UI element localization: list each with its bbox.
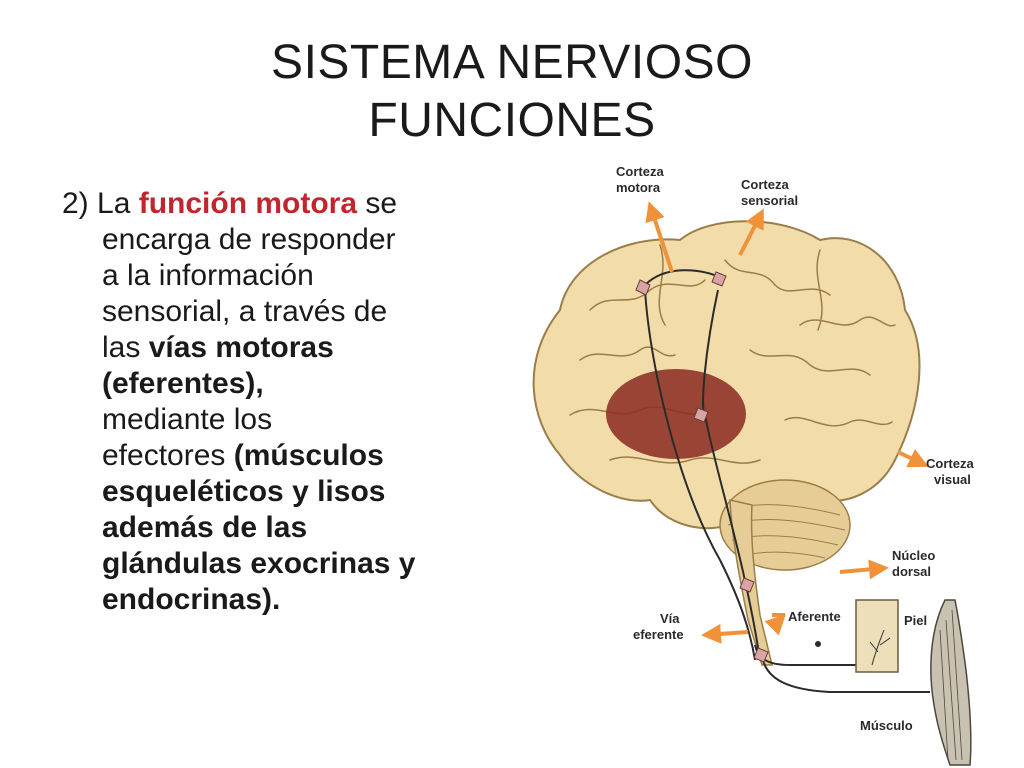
motor-region — [606, 369, 746, 459]
label-piel: Piel — [904, 613, 927, 628]
body-line-5: las vías motoras — [62, 330, 492, 366]
muscle-fibers — [939, 609, 963, 761]
body-line-6: (eferentes), — [102, 367, 264, 400]
skin-box — [855, 599, 899, 673]
bold-musculos: (músculos — [233, 439, 384, 472]
body-line-8: efectores (músculos — [62, 438, 492, 474]
label-nucleo-dorsal: Núcleo — [892, 548, 935, 563]
neuron-body — [815, 641, 821, 647]
body-line-10: además de las — [102, 511, 308, 544]
body-line-3: a la información — [102, 259, 314, 292]
synapse-markers — [635, 271, 769, 663]
label-corteza-sensorial: Corteza — [741, 177, 789, 192]
bold-vias-motoras: vías motoras — [148, 331, 334, 364]
text-run: se — [357, 187, 398, 220]
label-corteza-visual: Corteza — [926, 456, 974, 471]
text-run: las — [102, 331, 149, 364]
body-line-11: glándulas exocrinas y — [102, 547, 416, 580]
body-line-1: 2) La función motora se — [62, 186, 492, 222]
label-corteza-visual-2: visual — [934, 472, 971, 487]
slide-title: SISTEMA NERVIOSO FUNCIONES — [0, 34, 1024, 150]
title-line-2: FUNCIONES — [368, 94, 656, 147]
label-corteza-sensorial-2: sensorial — [741, 193, 798, 208]
body-paragraph: 2) La función motora se encarga de respo… — [62, 186, 492, 618]
text-run: 2) La — [62, 187, 139, 220]
label-nucleo-dorsal-2: dorsal — [892, 564, 931, 579]
label-musculo: Músculo — [860, 718, 913, 733]
body-line-4: sensorial, a través de — [102, 295, 388, 328]
label-aferente: Aferente — [788, 609, 841, 624]
label-corteza-motora: Corteza — [616, 164, 664, 179]
label-via-eferente-2: eferente — [633, 627, 684, 642]
body-line-9: esqueléticos y lisos — [102, 475, 386, 508]
brain-shape — [532, 220, 921, 530]
body-line-12: endocrinas). — [102, 583, 281, 616]
text-run: efectores — [102, 439, 234, 472]
skin-receptor — [869, 629, 891, 666]
body-line-7: mediante los — [102, 403, 273, 436]
label-via-eferente: Vía — [660, 611, 680, 626]
label-corteza-motora-2: motora — [616, 180, 661, 195]
title-line-1: SISTEMA NERVIOSO — [271, 36, 753, 89]
orange-arrows — [645, 201, 929, 644]
body-line-2: encarga de responder — [102, 223, 396, 256]
nervous-system-diagram: Corteza motora Corteza sensorial Corteza… — [532, 164, 974, 766]
highlight-funcion-motora: función motora — [138, 187, 358, 220]
